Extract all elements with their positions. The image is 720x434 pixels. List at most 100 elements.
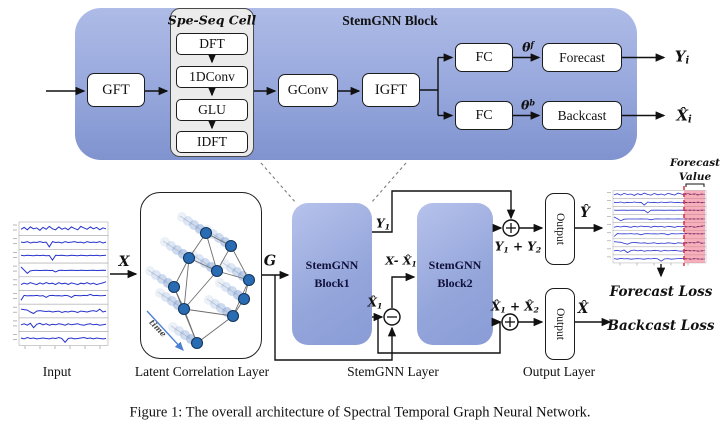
x-i-hat-label: X̂i — [676, 106, 692, 126]
operator-circles — [383, 219, 520, 331]
ghost-node — [183, 216, 193, 226]
input-series-line — [20, 241, 107, 248]
ghost-node — [168, 322, 178, 332]
conv1d-label: 1DConv — [189, 69, 235, 84]
forecast-region-series — [684, 232, 705, 235]
forecast-loss-label: Forecast Loss — [609, 284, 713, 300]
spe-seq-cell-title: Spe-Seq Cell — [167, 12, 257, 28]
input-plot-row — [18, 331, 109, 346]
graph-node — [190, 336, 204, 350]
graph-edge — [230, 245, 250, 281]
y-hat-label: Ŷ — [580, 205, 590, 221]
input-label: Input — [42, 364, 72, 379]
y1-plus-y2-label: Y1 + Y2 — [494, 239, 542, 255]
gconv-label: GConv — [287, 82, 329, 98]
output-box-forecast: Output — [545, 193, 575, 265]
ghost-node — [166, 241, 176, 251]
ghost-node — [177, 212, 187, 222]
y1-label: Y1 — [375, 216, 391, 232]
input-series-line — [20, 281, 107, 286]
fc-top-label: FC — [475, 49, 493, 65]
forecast-box: Forecast — [542, 43, 622, 72]
glu-box: GLU — [176, 99, 248, 121]
top-block-wires — [46, 53, 666, 130]
forecast-region-series — [684, 225, 705, 228]
forecast-region-series — [684, 258, 705, 260]
expansion-dashed-lines — [260, 162, 407, 204]
ghost-node — [210, 299, 220, 309]
input-plot-row — [18, 249, 109, 264]
x1-plus-x2-label: X̂1 + X̂2 — [491, 299, 539, 315]
gconv-box: GConv — [278, 74, 338, 107]
graph-node — [237, 292, 251, 306]
graph-node — [199, 226, 213, 240]
graph-edge — [183, 257, 190, 310]
theta-f-label: θf — [522, 39, 534, 55]
stemgnn-layer-label: StemGNN Layer — [347, 364, 439, 379]
forecast-timeseries-plot — [607, 183, 707, 266]
input-series-line — [20, 308, 107, 315]
forecast-region-series — [684, 241, 705, 244]
igft-box: IGFT — [362, 73, 420, 107]
fc-bottom-box: FC — [455, 101, 513, 130]
block2-label-line2: Block2 — [437, 276, 473, 290]
fc-top-box: FC — [455, 43, 513, 72]
x1-hat-label: X̂1 — [367, 295, 383, 311]
backcast-box: Backcast — [542, 101, 622, 130]
input-timeseries-plot — [13, 221, 109, 349]
forecast-value-label-line1: Forecast — [669, 157, 720, 169]
block1-label-line2: Block1 — [314, 276, 350, 290]
graph-node — [167, 280, 181, 294]
graph-g-label: G — [263, 252, 277, 270]
gft-label: GFT — [102, 81, 130, 98]
ghost-node — [204, 295, 214, 305]
graph-node — [210, 264, 224, 278]
graph-node — [226, 309, 240, 323]
igft-label: IGFT — [374, 81, 408, 98]
forecast-label: Forecast — [559, 49, 605, 65]
x-input-label: X — [118, 254, 130, 270]
graph-node — [182, 251, 196, 265]
pipeline-wires — [110, 190, 666, 361]
dft-label: DFT — [199, 36, 225, 51]
ghost-node — [145, 266, 155, 276]
forecast-region-series — [684, 201, 705, 204]
ghost-node — [161, 292, 171, 302]
latent-layer-label: Latent Correlation Layer — [134, 364, 270, 379]
ghost-node — [155, 288, 165, 298]
input-series-line — [20, 293, 107, 301]
idft-box: IDFT — [176, 131, 248, 153]
ghost-node — [160, 237, 170, 247]
y-i-label: Yi — [674, 47, 690, 67]
stemgnn-block-title: StemGNN Block — [342, 13, 438, 28]
latent-correlation-graph — [145, 212, 256, 350]
stemgnn-block2: StemGNN Block2 — [417, 203, 493, 345]
graph-edge — [183, 270, 218, 310]
graph-edge — [205, 232, 218, 272]
conv1d-box: 1DConv — [176, 66, 248, 88]
forecast-region-series — [684, 250, 705, 252]
ghost-node — [221, 282, 231, 292]
fc-bottom-label: FC — [475, 107, 493, 123]
graph-edge — [196, 315, 234, 344]
graph-edge — [173, 286, 198, 344]
forecast-plot-row — [612, 254, 707, 264]
input-series-line — [20, 322, 107, 329]
forecast-width-bracket — [685, 183, 705, 187]
glu-label: GLU — [198, 102, 226, 117]
stemgnn-block1: StemGNN Block1 — [292, 203, 372, 345]
forecast-region-series — [684, 193, 705, 196]
input-series-line — [20, 225, 107, 231]
x-hat-label: X̂ — [577, 301, 589, 317]
time-arrow — [146, 310, 184, 351]
forecast-value-label-line2: Value — [678, 171, 712, 183]
graph-node — [242, 273, 256, 287]
stemgnn-block-panel — [75, 8, 637, 160]
dft-box: DFT — [176, 33, 248, 55]
idft-label: IDFT — [197, 134, 227, 149]
graph-edge — [183, 308, 234, 317]
input-plot-row — [18, 290, 109, 305]
input-series-line — [20, 254, 107, 261]
